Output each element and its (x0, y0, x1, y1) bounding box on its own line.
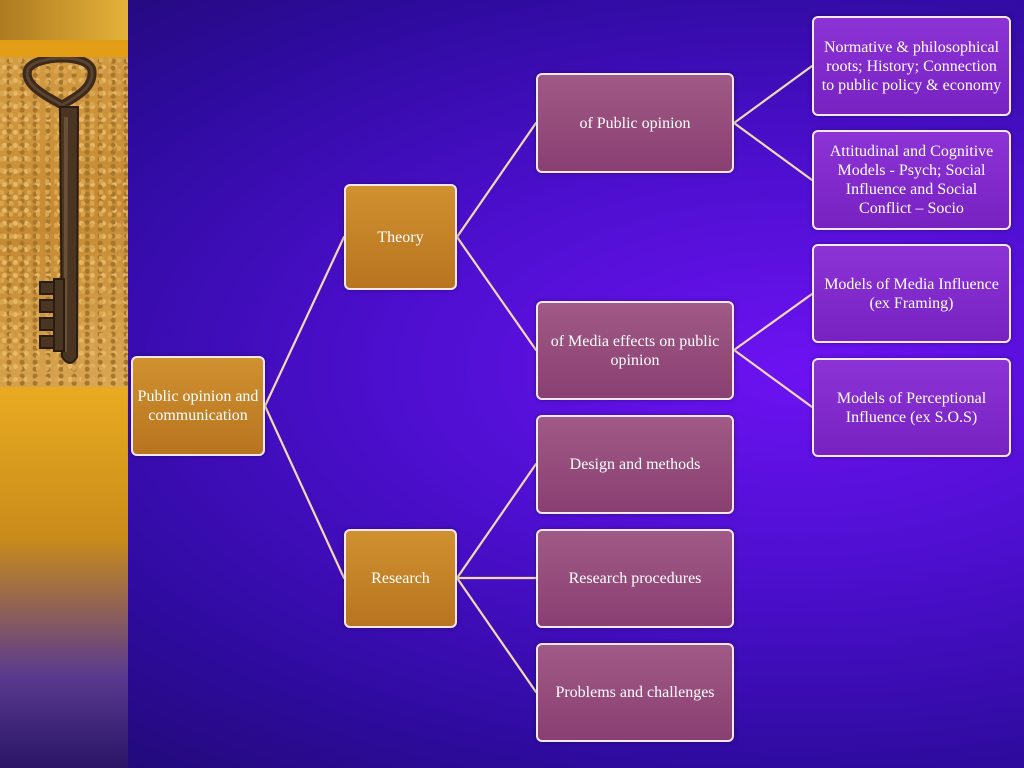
node-problems-and-challenges-label: Problems and challenges (555, 684, 715, 701)
node-attitudinal-models-label: Attitudinal and Cognitive Models - Psych… (829, 143, 994, 217)
node-theory-label: Theory (377, 228, 424, 246)
node-normative-roots[interactable]: Normative & philosophical roots; History… (812, 16, 1011, 116)
node-of-media-effects[interactable]: of Media effects on public opinion (536, 301, 734, 400)
sidebar-top-band (0, 0, 128, 40)
connector-theory-mediaeffects (455, 235, 538, 352)
connector-research-problems (455, 576, 538, 694)
connector-po-attitudinal (732, 121, 814, 182)
node-root-label: Public opinion and communication (137, 388, 259, 424)
node-research-label: Research (371, 570, 430, 587)
node-design-and-methods[interactable]: Design and methods (536, 415, 734, 514)
key-icon (22, 53, 97, 364)
connector-root-research (263, 404, 346, 580)
node-media-influence-label: Models of Media Influence (ex Framing) (824, 275, 999, 312)
node-problems-and-challenges[interactable]: Problems and challenges (536, 643, 734, 742)
connector-po-normative (732, 64, 814, 125)
connector-theory-publicopinion (455, 121, 538, 239)
node-design-and-methods-label: Design and methods (569, 456, 701, 473)
node-research-procedures[interactable]: Research procedures (536, 529, 734, 628)
node-normative-roots-label: Normative & philosophical roots; History… (821, 38, 1002, 94)
connector-me-perceptional (732, 348, 814, 409)
node-theory[interactable]: Theory (344, 184, 457, 290)
node-of-public-opinion[interactable]: of Public opinion (536, 73, 734, 173)
node-perceptional-influence-label: Models of Perceptional Influence (ex S.O… (836, 389, 987, 426)
node-of-media-effects-label: of Media effects on public opinion (550, 332, 720, 369)
node-of-public-opinion-label: of Public opinion (579, 114, 691, 132)
key-photo (0, 53, 128, 387)
node-research[interactable]: Research (344, 529, 457, 628)
connector-research-design (455, 462, 538, 580)
node-media-influence[interactable]: Models of Media Influence (ex Framing) (812, 244, 1011, 343)
node-root[interactable]: Public opinion and communication (131, 356, 265, 456)
node-research-procedures-label: Research procedures (568, 570, 702, 587)
connector-me-framing (732, 292, 814, 352)
node-perceptional-influence[interactable]: Models of Perceptional Influence (ex S.O… (812, 358, 1011, 457)
connector-root-theory (263, 235, 346, 408)
node-attitudinal-models[interactable]: Attitudinal and Cognitive Models - Psych… (812, 130, 1011, 230)
